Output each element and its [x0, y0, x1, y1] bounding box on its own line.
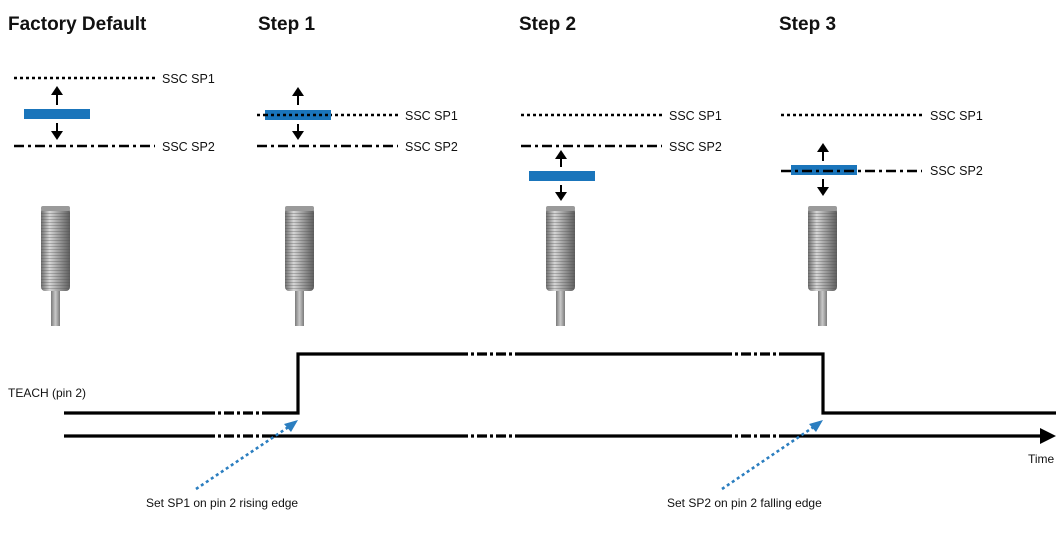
sp1-label: SSC SP1	[405, 109, 458, 123]
down-arrowhead-icon	[51, 131, 63, 140]
panel-title: Factory Default	[8, 14, 147, 35]
sensor-icon	[546, 206, 575, 326]
up-arrowhead-icon	[292, 87, 304, 96]
down-arrowhead-icon	[817, 187, 829, 196]
annotation-rise: Set SP1 on pin 2 rising edge	[146, 496, 298, 510]
rise-pointer-line	[195, 424, 291, 491]
timing-diagram: TEACH (pin 2) Time Set SP1 on pin 2 risi…	[8, 352, 1056, 510]
down-arrowhead-icon	[555, 192, 567, 201]
sp2-label: SSC SP2	[405, 140, 458, 154]
sp2-label: SSC SP2	[669, 140, 722, 154]
rise-pointer-arrow-icon	[284, 420, 298, 432]
up-arrowhead-icon	[817, 143, 829, 152]
down-arrowhead-icon	[292, 131, 304, 140]
time-arrowhead-icon	[1040, 428, 1056, 444]
sp2-label: SSC SP2	[930, 164, 983, 178]
teach-signal	[64, 352, 1056, 415]
up-arrowhead-icon	[51, 86, 63, 95]
sp1-label: SSC SP1	[930, 109, 983, 123]
sp1-label: SSC SP1	[162, 72, 215, 86]
up-arrowhead-icon	[555, 150, 567, 159]
annotation-fall: Set SP2 on pin 2 falling edge	[667, 496, 822, 510]
panel-factory-default: Factory Default SSC SP1 SSC SP2	[8, 14, 215, 326]
fall-pointer-arrow-icon	[809, 420, 823, 432]
panel-step-1: Step 1 SSC SP1 SSC SP2	[257, 14, 458, 326]
sp1-label: SSC SP1	[669, 109, 722, 123]
target-bar	[24, 109, 90, 119]
teach-label: TEACH (pin 2)	[8, 386, 86, 400]
panel-step-3: Step 3 SSC SP1 SSC SP2	[779, 14, 983, 326]
target-bar	[529, 171, 595, 181]
sensor-icon	[808, 206, 837, 326]
sp2-label: SSC SP2	[162, 140, 215, 154]
time-label: Time	[1028, 452, 1055, 466]
fall-pointer-line	[721, 424, 816, 491]
panel-title: Step 3	[779, 14, 836, 35]
panel-title: Step 2	[519, 14, 576, 35]
panel-title: Step 1	[258, 14, 315, 35]
sensor-icon	[41, 206, 70, 326]
panel-step-2: Step 2 SSC SP1 SSC SP2	[519, 14, 722, 326]
sensor-icon	[285, 206, 314, 326]
